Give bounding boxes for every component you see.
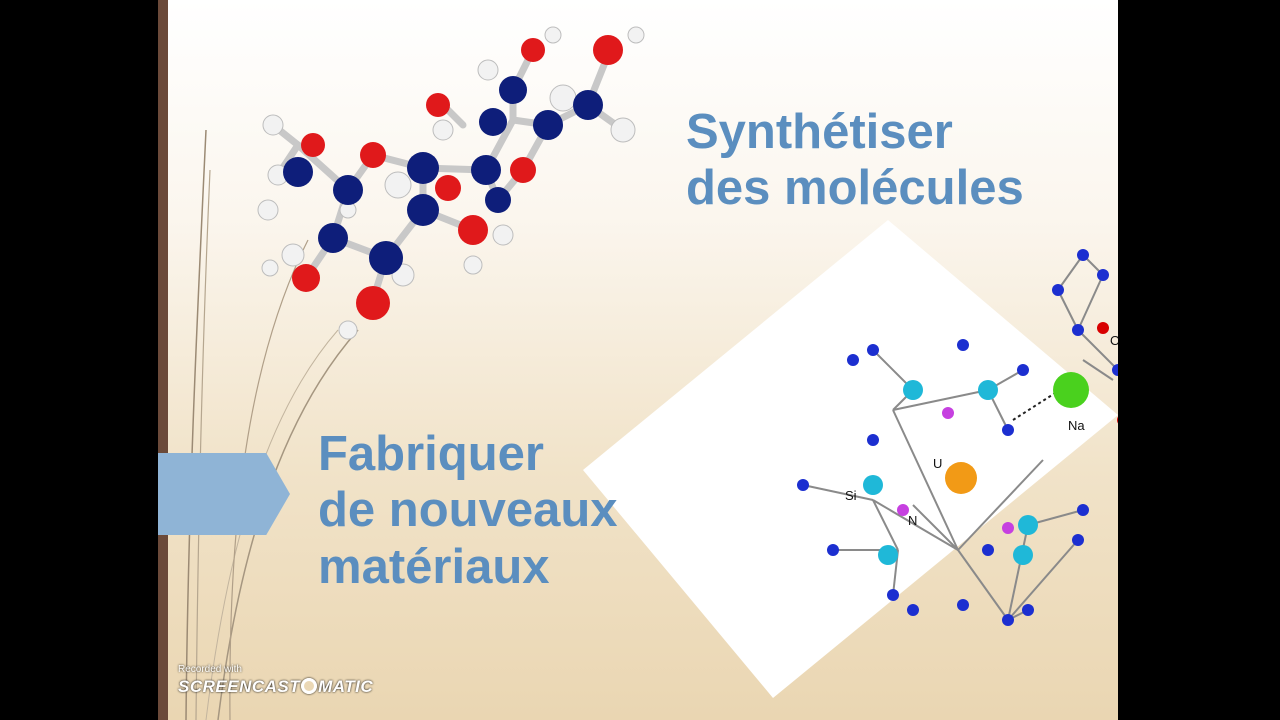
screencast-logo-left: SCREENCAST <box>178 677 301 696</box>
label-sodium: Na <box>1068 418 1085 433</box>
heading-synthesize-line-2: des molécules <box>686 161 1024 216</box>
slide: Synthétiser des molécules <box>158 0 1118 720</box>
grass-decoration <box>185 129 359 720</box>
sugar-molecule-image <box>257 26 645 340</box>
label-nitrogen: N <box>908 513 917 528</box>
heading-fabricate-line-2: de nouveaux <box>318 483 618 538</box>
accent-arrow-tab <box>158 453 290 535</box>
heading-fabricate-line-3: matériaux <box>318 539 550 594</box>
label-oxygen: O <box>1110 333 1118 348</box>
label-silicon: Si <box>845 488 857 503</box>
heading-fabricate: Fabriquer de nouveaux matériaux <box>318 426 618 595</box>
uranium-complex-image: O Na U Si N <box>583 220 1118 698</box>
heading-synthesize-line-1: Synthétiser <box>686 105 953 159</box>
heading-synthesize: Synthétiser des molécules <box>686 104 1024 217</box>
heading-fabricate-line-1: Fabriquer <box>318 427 544 481</box>
screencast-logo: SCREENCAST MATIC <box>178 677 373 697</box>
slide-left-bar <box>158 0 168 720</box>
screencast-logo-right: MATIC <box>318 677 374 696</box>
label-uranium: U <box>933 456 942 471</box>
record-circle-icon <box>301 678 318 694</box>
screencast-watermark: Recorded with SCREENCAST MATIC <box>178 664 373 697</box>
recorded-with-text: Recorded with <box>178 664 242 675</box>
